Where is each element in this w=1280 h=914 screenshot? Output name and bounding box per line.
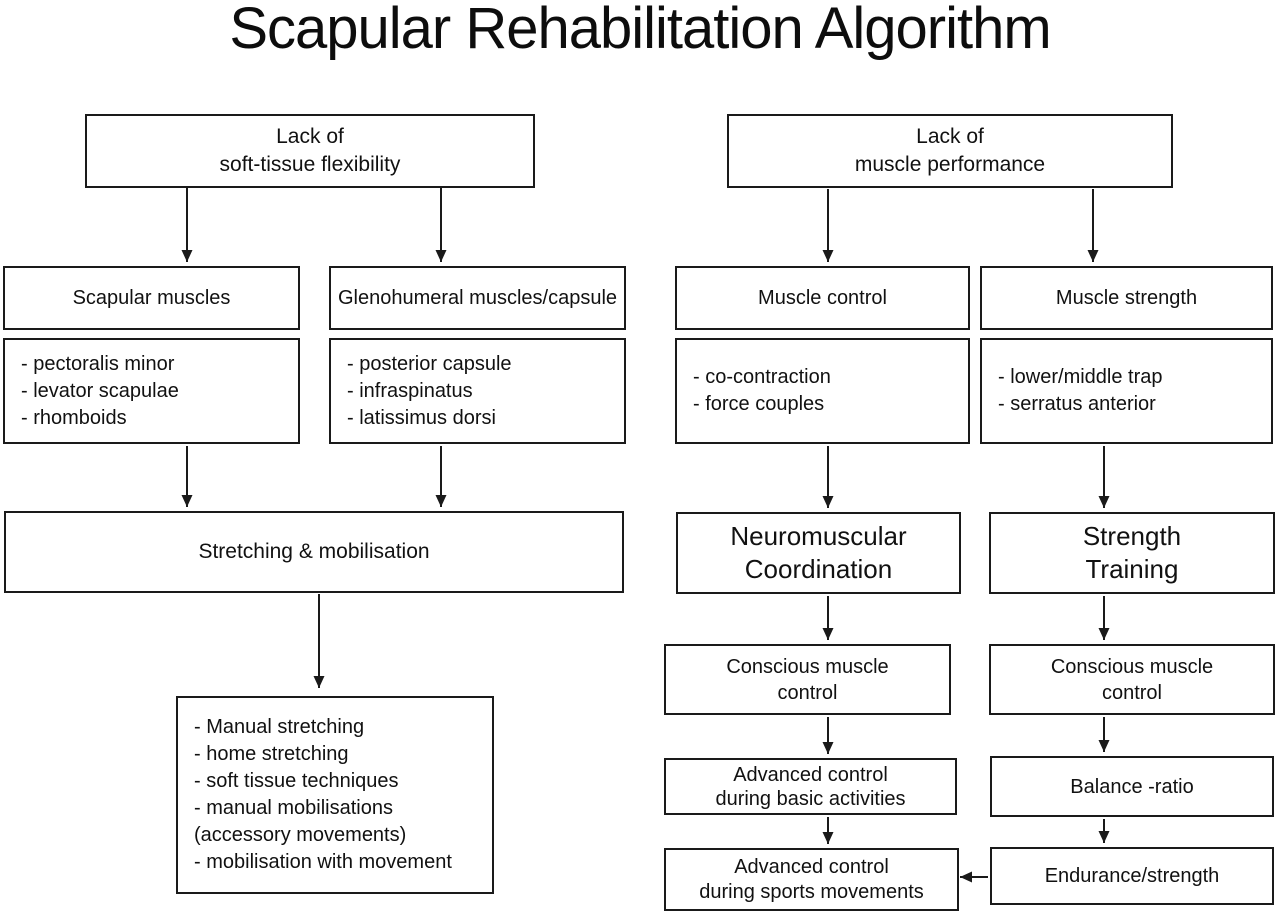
list-item: - Manual stretching [194,716,365,738]
box-muscle-control: Muscle control [675,266,970,330]
box-stretching-mobilisation: Stretching & mobilisation [4,511,624,593]
box-strength-training: Strength Training [989,512,1275,594]
list-scapular-targets: - pectoralis minor - levator scapulae - rh… [3,338,300,444]
box-lack-of-performance: Lack of muscle performance [727,114,1173,188]
list-item: - home stretching [194,743,349,765]
list-item: - force couples [693,393,825,415]
list-muscle-control-targets: - co-contraction - force couples [675,338,970,444]
list-item: - levator scapulae [21,379,179,402]
box-conscious-control-right: Conscious muscle control [989,644,1275,715]
list-item: - pectoralis minor [21,352,175,375]
list-muscle-strength-targets: - lower/middle trap - serratus anterior [980,338,1273,444]
box-advanced-sports-movements: Advanced control during sports movements [664,848,959,911]
list-item: - co-contraction [693,366,831,388]
list-item: - manual mobilisations [194,797,393,819]
list-item: - serratus anterior [998,393,1156,415]
box-scapular-muscles: Scapular muscles [3,266,300,330]
box-endurance-strength: Endurance/strength [990,847,1274,905]
list-item: - soft tissue techniques [194,770,399,792]
box-glenohumeral-muscles: Glenohumeral muscles/capsule [329,266,626,330]
box-neuromuscular-coordination: Neuromuscular Coordination [676,512,961,594]
list-item: - mobilisation with movement [194,851,452,873]
box-lack-of-flexibility: Lack of soft-tissue flexibility [85,114,535,188]
box-advanced-basic-activities: Advanced control during basic activities [664,758,957,815]
box-muscle-strength: Muscle strength [980,266,1273,330]
list-stretching-techniques: - Manual stretching - home stretching - so… [176,696,494,894]
page-title: Scapular Rehabilitation Algorithm [229,0,1051,61]
list-item: (accessory movements) [194,824,407,846]
box-conscious-control-left: Conscious muscle control [664,644,951,715]
list-glenohumeral-targets: - posterior capsule - infraspinatus - lati… [329,338,626,444]
list-item: - lower/middle trap [998,366,1163,388]
box-balance-ratio: Balance -ratio [990,756,1274,817]
list-item: - posterior capsule [347,352,512,375]
list-item: - latissimus dorsi [347,406,496,429]
list-item: - infraspinatus [347,379,473,402]
list-item: - rhomboids [21,406,127,429]
